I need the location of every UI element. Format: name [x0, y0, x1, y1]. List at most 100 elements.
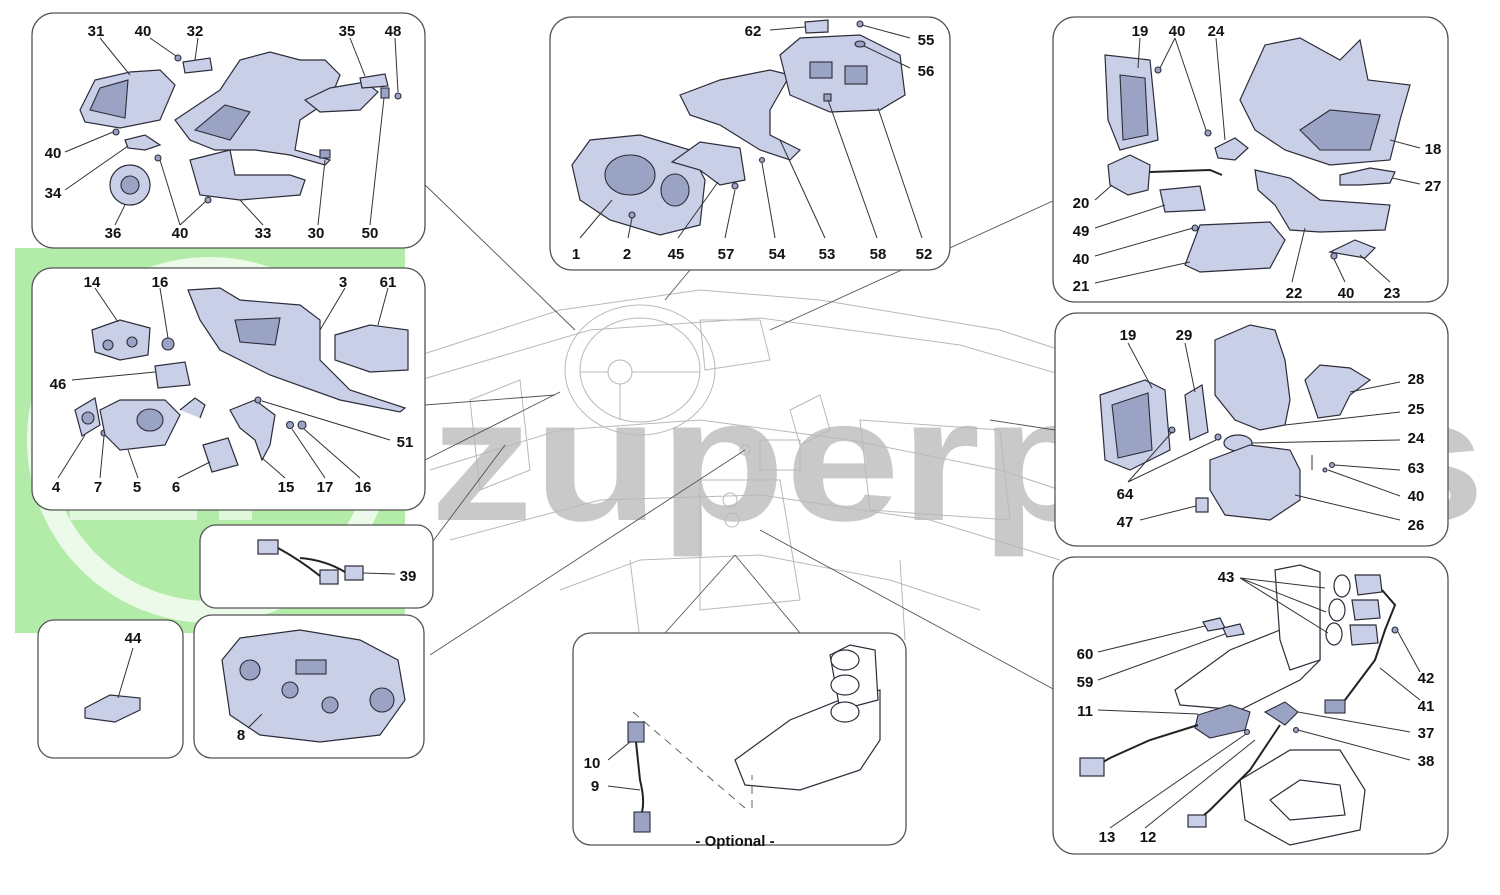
callout-38: 38	[1418, 753, 1435, 770]
part-cluster-hood	[679, 69, 802, 161]
callout-19: 19	[1120, 327, 1137, 344]
part-screw-40c	[154, 154, 162, 162]
part-clip-32	[182, 57, 213, 74]
leaders-bottom-right	[1097, 577, 1421, 829]
part-climate-control-8	[221, 629, 406, 743]
callout-9: 9	[591, 778, 599, 795]
part-pad-62	[804, 19, 829, 34]
part-screw-51	[254, 396, 262, 404]
part-screw-63	[1328, 461, 1336, 469]
callout-40: 64	[1117, 486, 1134, 503]
callout-7: 7	[94, 479, 102, 496]
part-trim-opening	[193, 104, 251, 141]
part-trim-opening-18	[1299, 109, 1381, 151]
callouts-mid-right: 19 29 28 25 24 63 64 40 47 26	[1117, 327, 1425, 534]
callout-43: 43	[1218, 569, 1235, 586]
part-knob-16b	[297, 420, 307, 430]
callout-26: 26	[1408, 517, 1425, 534]
panel-optional: 10 9 - Optional -	[572, 632, 907, 850]
part-air-vent-left	[79, 69, 176, 129]
panel-mid-left: 14 16 3 61 46 51 4 7 5 6 15 17 16	[31, 267, 426, 511]
part-module-37	[1187, 701, 1299, 828]
part-ignition-5	[99, 397, 206, 451]
panel-mid-right: 19 29 28 25 24 63 64 40 47 26	[1054, 312, 1449, 547]
panel-top-center: 62 55 56 1 2 45 57 54 53 58 52	[549, 16, 951, 271]
part-screw-40h	[1330, 252, 1338, 260]
part-clip-30	[319, 149, 331, 159]
part-sensor-20	[1107, 154, 1223, 196]
panel-bottom-right: 43 60 59 11 42 41 37 38 13 12	[1052, 556, 1449, 855]
part-clip-50	[380, 87, 390, 99]
leaders-mid-left	[57, 287, 391, 479]
part-screw-40d	[204, 196, 212, 204]
panel-wiring: 39	[199, 524, 434, 609]
callout-31: 31	[88, 23, 105, 40]
callout-19: 19	[1132, 23, 1149, 40]
part-bracket-23	[1328, 239, 1377, 259]
leaders-top-center	[579, 24, 923, 239]
callout-21: 21	[1073, 278, 1090, 295]
leaders-top-right	[1094, 37, 1421, 284]
callout-54: 54	[769, 246, 786, 263]
part-cigar-lighters-43	[1325, 574, 1383, 646]
callout-50: 50	[362, 225, 379, 242]
part-box-61	[334, 324, 409, 373]
part-screw-40b	[112, 128, 120, 136]
part-harness-39	[277, 547, 346, 577]
part-screw-38	[1292, 726, 1300, 734]
car-interior-outline	[404, 289, 1091, 641]
part-vent-21	[1184, 221, 1286, 273]
part-clip-59	[1222, 623, 1245, 638]
part-screw-40e	[1154, 66, 1162, 74]
part-washer-56	[854, 40, 866, 48]
part-air-vent-19	[1104, 54, 1159, 151]
callout-53: 53	[819, 246, 836, 263]
panel-top-right: 19 40 24 18 27 20 49 40 21 22 40 23	[1052, 16, 1449, 303]
callout-25: 25	[1408, 401, 1425, 418]
optional-label: - Optional -	[695, 833, 774, 850]
part-clip-35	[359, 73, 389, 89]
callout-64: 40	[1408, 488, 1425, 505]
callout-62: 62	[745, 23, 762, 40]
part-cover-45	[670, 141, 746, 186]
part-bracket-27	[1339, 167, 1396, 186]
part-connector-41	[1324, 699, 1346, 714]
callouts-mid-left: 14 16 3 61 46 51 4 7 5 6 15 17 16	[50, 274, 414, 496]
callout-18: 18	[1425, 141, 1442, 158]
part-bracket-24	[1214, 137, 1249, 161]
callout-6: 6	[172, 479, 180, 496]
callout-24: 24	[1408, 430, 1425, 447]
part-screw-55	[856, 20, 864, 28]
callout-56: 56	[918, 63, 935, 80]
part-switch-4	[74, 397, 101, 437]
callout-5: 5	[133, 479, 141, 496]
leaders-top-left	[64, 37, 399, 226]
callout-47: 47	[1117, 514, 1134, 531]
callout-10: 10	[584, 755, 601, 772]
callout-8: 8	[237, 727, 245, 744]
callout-12: 12	[1140, 829, 1157, 846]
callout-16: 16	[152, 274, 169, 291]
callout-39: 39	[400, 568, 417, 585]
part-screw-13	[1243, 728, 1251, 736]
part-screw-54	[758, 156, 766, 164]
callout-3: 3	[339, 274, 347, 291]
part-pad-47	[1195, 497, 1209, 513]
callout-36: 36	[105, 225, 122, 242]
part-pad-49	[1159, 185, 1206, 213]
part-harness-41	[1344, 589, 1397, 701]
part-screw-2	[628, 211, 636, 219]
part-switch-panel-29	[1184, 384, 1209, 441]
part-screw-42	[1391, 626, 1399, 634]
callouts-top-left: 31 40 32 35 48 40 34 36 40 33 30 50	[45, 23, 402, 242]
part-usb-module-11	[1079, 704, 1251, 777]
callout-27: 27	[1425, 178, 1442, 195]
part-screw-17	[285, 420, 295, 430]
callout-30: 30	[308, 225, 325, 242]
callout-41: 41	[1418, 698, 1435, 715]
callout-63: 63	[1408, 460, 1425, 477]
callouts-top-center: 62 55 56 1 2 45 57 54 53 58 52	[572, 23, 935, 263]
callout-40: 40	[1073, 251, 1090, 268]
part-dash-trim-mid	[1214, 324, 1291, 431]
part-knee-trim	[189, 149, 306, 201]
